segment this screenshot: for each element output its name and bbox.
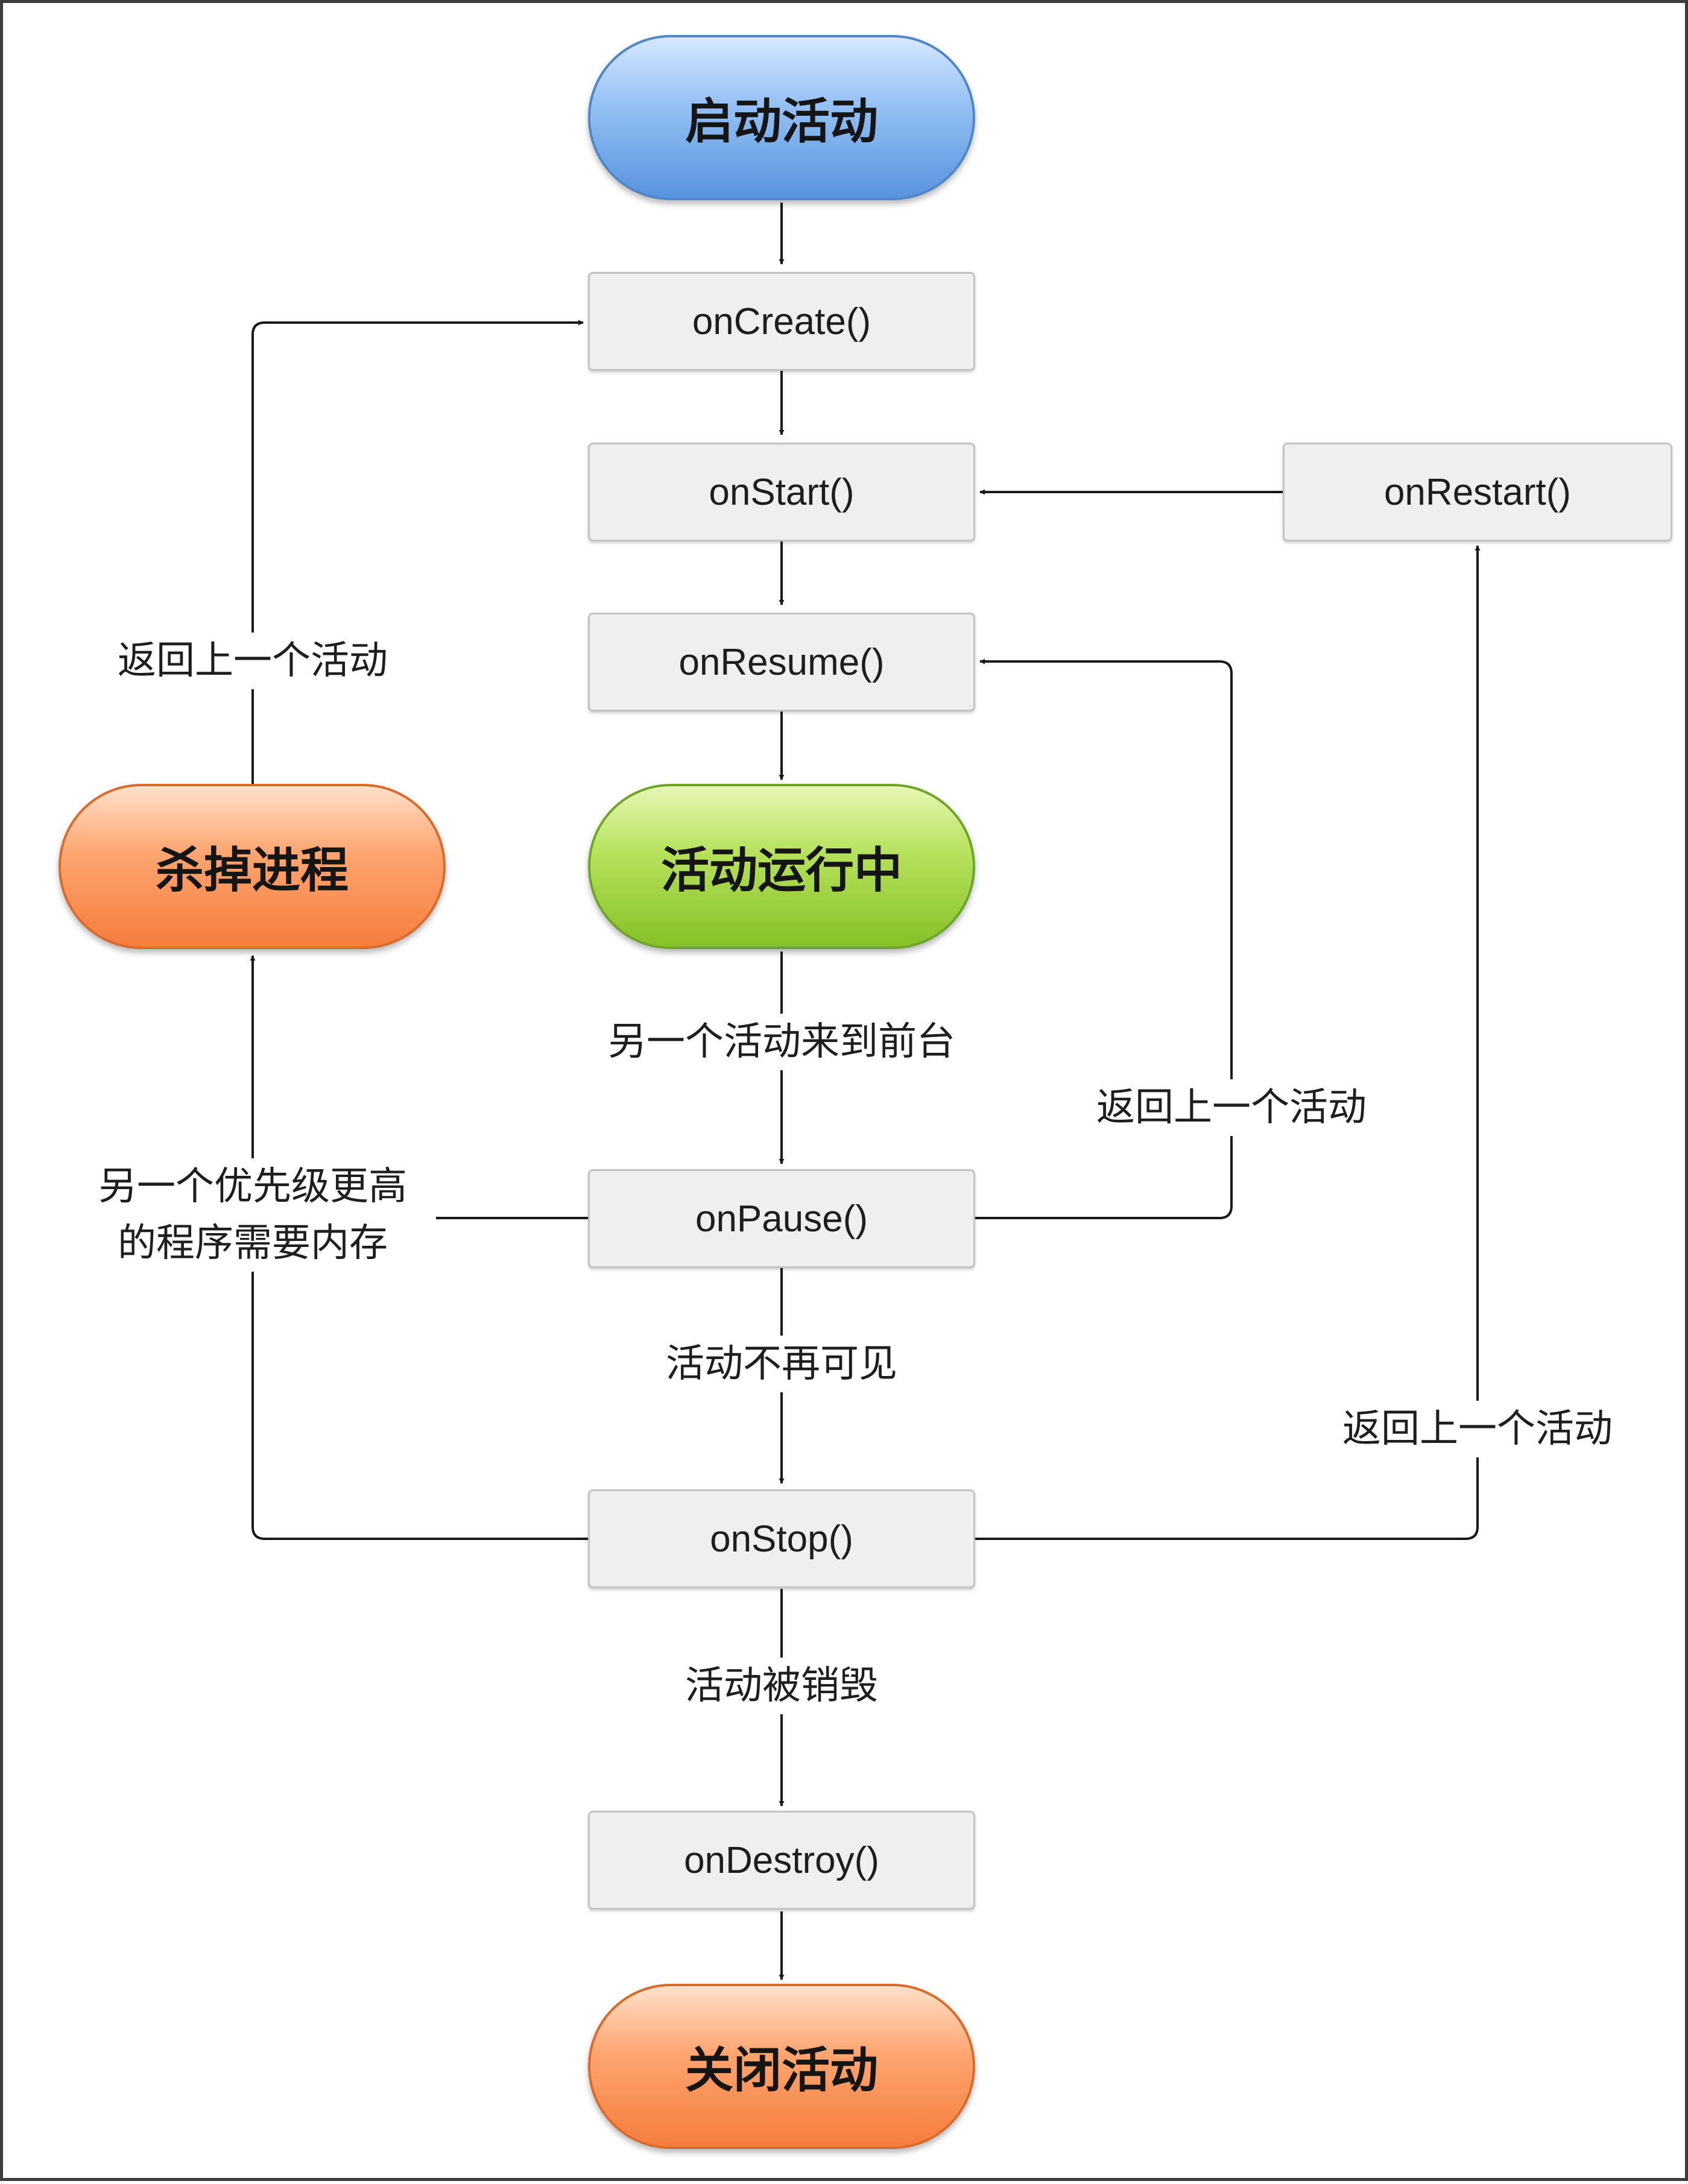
method-onstop: onStop() — [588, 1489, 975, 1588]
arrow-onpause-to-onresume — [975, 658, 1233, 1219]
arrow-killed-to-oncreate — [251, 320, 584, 784]
label-another-activity-foreground: 另一个活动来到前台 — [577, 1014, 987, 1070]
method-onrestart: onRestart() — [1283, 443, 1672, 541]
state-process-killed: 杀掉进程 — [58, 784, 446, 949]
arrow-onstop-to-onrestart — [975, 545, 1481, 1540]
label-higher-priority-line2: 的程序需要内存 — [118, 1221, 388, 1266]
state-activity-shutdown: 关闭活动 — [588, 1984, 975, 2149]
label-activity-destroyed: 活动被销毁 — [654, 1658, 909, 1714]
method-onstart: onStart() — [588, 443, 975, 541]
method-onresume: onResume() — [588, 613, 975, 712]
label-back-to-resume: 返回上一个活动 — [1067, 1079, 1396, 1136]
label-higher-priority-line1: 另一个优先级更高 — [98, 1164, 407, 1209]
state-launch-activity: 启动活动 — [588, 35, 975, 200]
method-onpause: onPause() — [588, 1169, 975, 1268]
state-activity-running: 活动运行中 — [588, 784, 975, 949]
arrow-onstop-to-killed — [250, 955, 588, 1540]
label-no-longer-visible: 活动不再可见 — [635, 1336, 928, 1392]
connector-lines — [250, 203, 1481, 1980]
method-ondestroy: onDestroy() — [588, 1811, 975, 1910]
method-oncreate: onCreate() — [588, 272, 975, 371]
label-higher-priority-memory: 另一个优先级更高 的程序需要内存 — [69, 1158, 436, 1272]
label-back-to-restart: 返回上一个活动 — [1313, 1401, 1642, 1457]
label-back-to-create: 返回上一个活动 — [87, 633, 418, 689]
